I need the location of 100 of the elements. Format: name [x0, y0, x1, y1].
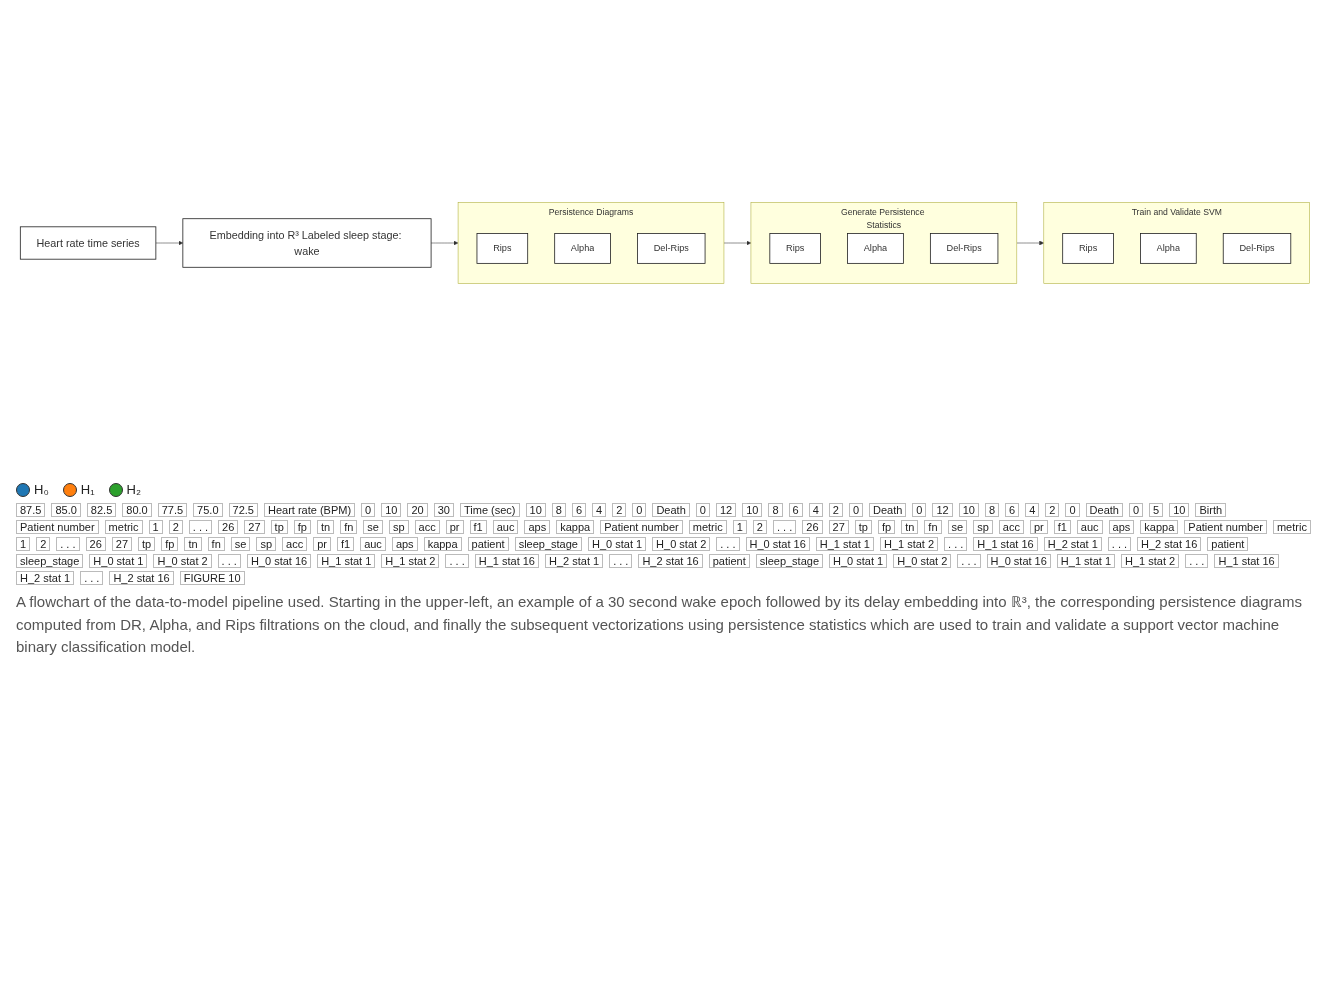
text-label: tn	[901, 520, 919, 534]
text-label: metric	[688, 520, 727, 534]
text-label: sleep_stage	[755, 554, 824, 568]
text-label: . . .	[80, 571, 104, 585]
text-label: H_0 stat 1	[89, 554, 148, 568]
text-label: H_0 stat 2	[652, 537, 711, 551]
text-label: pr	[1029, 520, 1048, 534]
node-box: Alpha	[1140, 233, 1197, 264]
text-label: H_2 stat 1	[16, 571, 75, 585]
text-label: auc	[492, 520, 519, 534]
text-label: auc	[360, 537, 386, 551]
text-label: acc	[998, 520, 1024, 534]
legend-text: H₂	[126, 482, 141, 497]
text-label: kappa	[423, 537, 462, 551]
text-label: 2	[828, 503, 843, 517]
text-label: H_0 stat 1	[587, 537, 647, 551]
text-label: . . .	[445, 554, 469, 568]
text-label: metric	[1272, 520, 1311, 534]
figure-caption: A flowchart of the data-to-model pipeline used. Starting in the upper-left, an example of a 30 second wake epoch followed by its delay embedding into ℝ³, the corresponding persistence diagrams computed from DR, Alpha, and Rips filtrations on the cloud, and finally the subsequent vectorizations using persistence statistics which are used to train and validate a support vector machine binary classification model.	[16, 592, 1303, 657]
text-label: . . .	[1185, 554, 1209, 568]
text-label: 0	[1065, 503, 1080, 517]
text-label: 6	[571, 503, 586, 517]
text-label: 77.5	[157, 503, 188, 517]
text-label: sp	[388, 520, 409, 534]
text-label: sleep_stage	[16, 554, 84, 568]
text-label: 1	[16, 537, 31, 551]
text-label: 2	[612, 503, 627, 517]
text-label: Patient number	[1184, 520, 1267, 534]
text-label: patient	[1207, 537, 1249, 551]
text-label: metric	[104, 520, 143, 534]
text-label: 27	[111, 537, 133, 551]
text-label: auc	[1076, 520, 1103, 534]
text-label: 20	[407, 503, 428, 517]
text-label: 72.5	[228, 503, 258, 517]
text-label: . . .	[56, 537, 80, 551]
text-label: H_2 stat 16	[109, 571, 174, 585]
text-label: sleep_stage	[514, 537, 582, 551]
text-label: fp	[877, 520, 896, 534]
text-label: . . .	[773, 520, 797, 534]
text-label: 2	[168, 520, 183, 534]
text-label: . . .	[188, 520, 213, 534]
text-label: H_0 stat 16	[745, 537, 810, 551]
text-label: 10	[381, 503, 402, 517]
text-label: 27	[828, 520, 849, 534]
text-label: aps	[524, 520, 551, 534]
text-label: H_2 stat 16	[638, 554, 703, 568]
text-label: fn	[207, 537, 225, 551]
text-label: 10	[958, 503, 979, 517]
text-label: 10	[525, 503, 546, 517]
text-label: 0	[912, 503, 927, 517]
text-label: 0	[361, 503, 376, 517]
text-label: 1	[732, 520, 747, 534]
text-label: fp	[293, 520, 311, 534]
text-label: FIGURE 10	[179, 571, 245, 585]
text-label: kappa	[1140, 520, 1179, 534]
text-label: H_1 stat 1	[317, 554, 376, 568]
text-label: . . .	[944, 537, 968, 551]
text-label: 30	[433, 503, 454, 517]
text-label: . . .	[609, 554, 633, 568]
text-label: 0	[695, 503, 710, 517]
text-label: 5	[1149, 503, 1164, 517]
text-label: aps	[1108, 520, 1135, 534]
legend-text: H₀	[34, 482, 49, 497]
node-box: Rips	[769, 233, 821, 264]
node-box: Heart rate time series	[19, 226, 157, 260]
text-label: Death	[869, 503, 907, 517]
text-label: patient	[467, 537, 509, 551]
text-label: H_1 stat 16	[1214, 554, 1279, 568]
node-box: Alpha	[847, 233, 904, 264]
text-label: 2	[1045, 503, 1060, 517]
text-label: sp	[256, 537, 277, 551]
node-box: Rips	[1062, 233, 1114, 264]
text-label: H_0 stat 16	[986, 554, 1051, 568]
text-label: 6	[788, 503, 803, 517]
text-label: H_2 stat 16	[1137, 537, 1202, 551]
text-label: tp	[270, 520, 288, 534]
text-label: tn	[316, 520, 335, 534]
text-label: 85.0	[51, 503, 81, 517]
text-label: H_1 stat 1	[1056, 554, 1115, 568]
text-label: patient	[708, 554, 750, 568]
text-label: 8	[551, 503, 566, 517]
text-label: 2	[36, 537, 51, 551]
text-label: f1	[336, 537, 355, 551]
text-label: . . .	[217, 554, 241, 568]
text-label: 27	[244, 520, 265, 534]
text-label: H_1 stat 2	[381, 554, 440, 568]
text-label: fn	[924, 520, 942, 534]
text-label: pr	[313, 537, 331, 551]
node-box: Del-Rips	[637, 233, 706, 264]
text-label: 12	[932, 503, 953, 517]
text-label: acc	[282, 537, 308, 551]
text-label: 4	[808, 503, 823, 517]
text-label: se	[363, 520, 383, 534]
text-label: H_1 stat 2	[1121, 554, 1180, 568]
text-label: kappa	[556, 520, 595, 534]
text-label: H_0 stat 2	[893, 554, 952, 568]
text-label: 87.5	[16, 503, 46, 517]
text-label: fn	[340, 520, 358, 534]
text-label: 82.5	[86, 503, 117, 517]
text-label: 75.0	[193, 503, 223, 517]
